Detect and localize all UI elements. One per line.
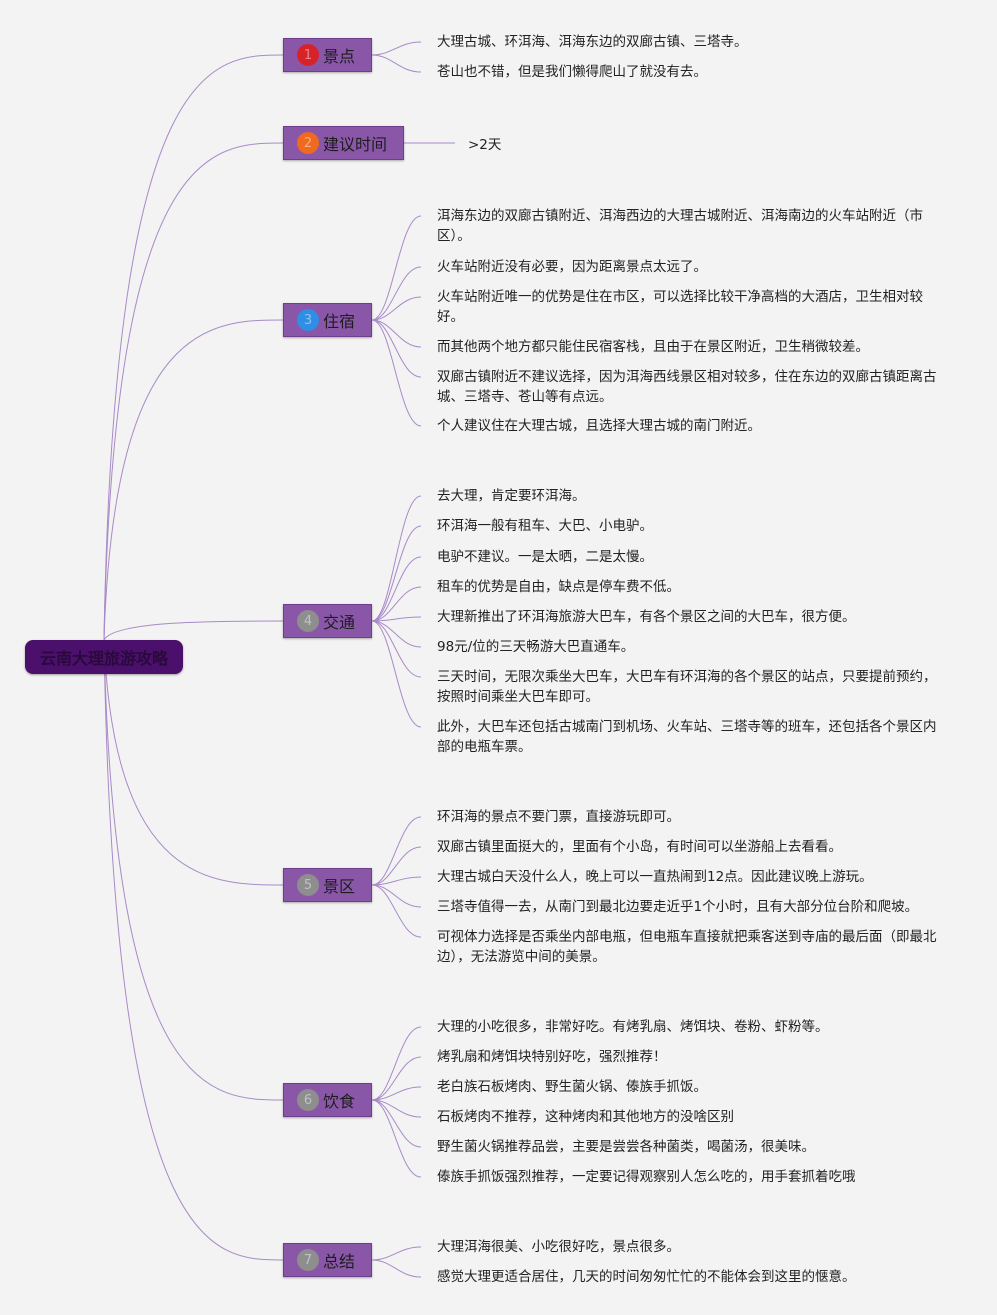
leaf-item[interactable]: 98元/位的三天畅游大巴直通车。 — [437, 639, 635, 655]
topic-number-badge: 6 — [297, 1089, 319, 1111]
connector-line — [371, 1026, 422, 1101]
root-topic[interactable]: 云南大理旅游攻略 — [25, 640, 183, 674]
connector-line — [371, 816, 422, 886]
connector-line — [371, 884, 422, 908]
connector-line — [371, 1099, 422, 1148]
leaf-item[interactable]: 感觉大理更适合居住，几天的时间匆匆忙忙的不能体会到这里的惬意。 — [437, 1269, 856, 1285]
connector-line — [371, 215, 422, 321]
connector-line — [103, 639, 284, 1261]
topic-label: 建议时间 — [323, 135, 388, 154]
connector-line — [103, 54, 284, 641]
leaf-item[interactable]: 双廊古镇里面挺大的，里面有个小岛，有时间可以坐游船上去看看。 — [437, 839, 842, 855]
leaf-item[interactable]: 大理的小吃很多，非常好吃。有烤乳扇、烤饵块、卷粉、虾粉等。 — [437, 1019, 829, 1035]
leaf-item[interactable]: 三塔寺值得一去，从南门到最北边要走近乎1个小时，且有大部分位台阶和爬坡。 — [437, 899, 919, 915]
connector-line — [371, 495, 422, 622]
leaf-item[interactable]: 大理新推出了环洱海旅游大巴车，有各个景区之间的大巴车，很方便。 — [437, 609, 856, 625]
root-topic-label: 云南大理旅游攻略 — [39, 649, 168, 668]
leaf-item[interactable]: 去大理，肯定要环洱海。 — [437, 488, 586, 504]
connector-line — [371, 586, 422, 622]
leaf-item[interactable]: 三天时间，无限次乘坐大巴车，大巴车有环洱海的各个景区的站点，只要提前预约，按照时… — [437, 669, 937, 705]
topic-label: 景区 — [323, 877, 356, 896]
leaf-item[interactable]: 洱海东边的双廊古镇附近、洱海西边的大理古城附近、洱海南边的火车站附近（市区）。 — [437, 208, 923, 244]
leaf-item[interactable]: 租车的优势是自由，缺点是停车费不低。 — [437, 579, 680, 595]
connector-line — [371, 54, 422, 73]
leaf-item[interactable]: 火车站附近唯一的优势是住在市区，可以选择比较干净高档的大酒店，卫生相对较好。 — [437, 289, 923, 325]
topic-number-badge: 1 — [297, 44, 319, 66]
topic-label: 景点 — [323, 47, 356, 66]
connector-line — [371, 620, 422, 648]
connector-line — [371, 884, 422, 938]
leaf-item[interactable]: 火车站附近没有必要，因为距离景点太远了。 — [437, 259, 707, 275]
leaf-item[interactable]: 环洱海一般有租车、大巴、小电驴。 — [437, 518, 653, 534]
leaf-item[interactable]: 双廊古镇附近不建议选择，因为洱海西线景区相对较多，住在东边的双廊古镇距离古城、三… — [437, 369, 937, 405]
connector-line — [371, 525, 422, 622]
connector-line — [371, 319, 422, 427]
leaf-item[interactable]: 大理古城白天没什么人，晚上可以一直热闹到12点。因此建议晚上游玩。 — [437, 869, 873, 885]
leaf-item[interactable]: 而其他两个地方都只能住民宿客栈，且由于在景区附近，卫生稍微较差。 — [437, 339, 869, 355]
connector-line — [103, 639, 284, 1101]
topic-label: 住宿 — [323, 312, 356, 331]
topic-label: 总结 — [323, 1252, 356, 1271]
connector-line — [371, 319, 422, 348]
leaf-item[interactable]: 个人建议住在大理古城，且选择大理古城的南门附近。 — [437, 418, 761, 434]
connector-line — [371, 1246, 422, 1261]
leaf-item[interactable]: 傣族手抓饭强烈推荐，一定要记得观察别人怎么吃的，用手套抓着吃哦 — [437, 1169, 856, 1185]
connector-line — [371, 616, 422, 622]
connector-line — [371, 1056, 422, 1101]
topic-number-badge: 3 — [297, 309, 319, 331]
connector-line — [103, 639, 284, 886]
leaf-item[interactable]: 大理古城、环洱海、洱海东边的双廊古镇、三塔寺。 — [437, 34, 748, 50]
leaf-item[interactable]: 可视体力选择是否乘坐内部电瓶，但电瓶车直接就把乘客送到寺庙的最后面（即最北边），… — [437, 929, 937, 965]
connector-line — [103, 319, 284, 641]
leaf-item[interactable]: 环洱海的景点不要门票，直接游玩即可。 — [437, 809, 680, 825]
connector-line — [371, 296, 422, 321]
leaf-item[interactable]: 此外，大巴车还包括古城南门到机场、火车站、三塔寺等的班车，还包括各个景区内部的电… — [437, 719, 937, 755]
connector-line — [371, 1099, 422, 1178]
topic-number-badge: 5 — [297, 874, 319, 896]
topic-label: 饮食 — [323, 1092, 356, 1111]
connector-line — [371, 556, 422, 622]
topic-label: 交通 — [323, 613, 356, 632]
connector-line — [371, 876, 422, 886]
leaf-item[interactable]: 野生菌火锅推荐品尝，主要是尝尝各种菌类，喝菌汤，很美味。 — [437, 1139, 815, 1155]
connector-line — [371, 41, 422, 56]
connector-line — [371, 319, 422, 378]
connector-line — [103, 620, 284, 641]
connector-line — [371, 620, 422, 678]
topic-number-badge: 4 — [297, 610, 319, 632]
connector-line — [103, 142, 284, 641]
leaf-item[interactable]: 石板烤肉不推荐，这种烤肉和其他地方的没啥区别 — [437, 1109, 734, 1125]
leaf-item[interactable]: 电驴不建议。一是太晒，二是太慢。 — [437, 549, 653, 565]
topic-number-badge: 2 — [297, 132, 319, 154]
connector-line — [371, 1086, 422, 1101]
connector-line — [371, 620, 422, 728]
leaf-item[interactable]: 苍山也不错，但是我们懒得爬山了就没有去。 — [437, 64, 707, 80]
connector-line — [371, 1259, 422, 1278]
leaf-item[interactable]: 烤乳扇和烤饵块特别好吃，强烈推荐！ — [437, 1049, 667, 1065]
topic-number-badge: 7 — [297, 1249, 319, 1271]
connector-line — [371, 266, 422, 321]
connector-line — [371, 846, 422, 886]
leaf-item[interactable]: 大理洱海很美、小吃很好吃，景点很多。 — [437, 1239, 680, 1255]
leaf-item[interactable]: 老白族石板烤肉、野生菌火锅、傣族手抓饭。 — [437, 1079, 707, 1095]
leaf-item[interactable]: >2天 — [468, 137, 502, 153]
